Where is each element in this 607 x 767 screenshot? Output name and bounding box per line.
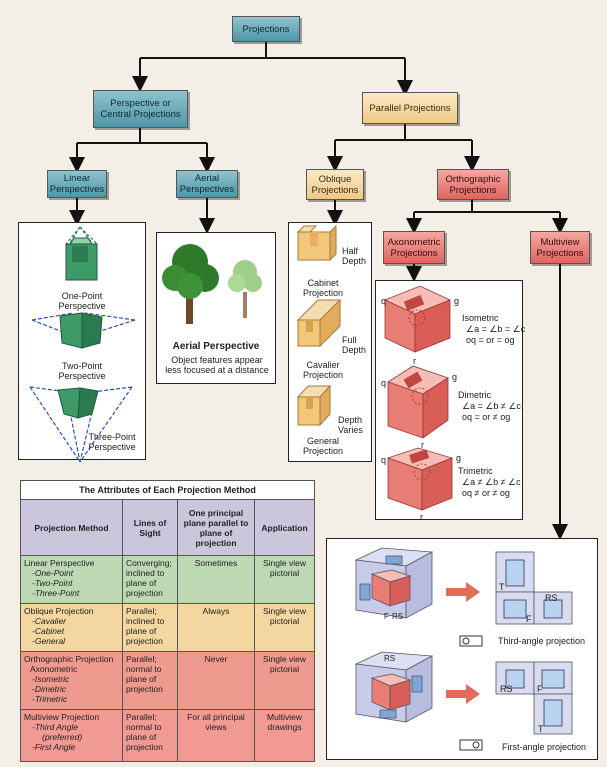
row-sight: Parallel; normal to plane of projection — [122, 651, 178, 710]
dimetric-r: r — [421, 440, 424, 450]
third-angle-caption: Third-angle projection — [498, 636, 586, 646]
first-rs-label: RS — [500, 684, 513, 694]
row-sight: Parallel; normal to plane of projection — [122, 709, 178, 762]
row-method-sub: Axonometric — [30, 664, 78, 674]
dimetric-q: q — [381, 378, 387, 388]
node-linear: Linear Perspectives — [47, 170, 107, 198]
row-sub: -Two-Point — [32, 578, 73, 588]
row-sub: -Dimetric — [32, 684, 66, 694]
node-multiview: Multiview Projections — [530, 231, 590, 264]
row-method: Orthographic Projection — [24, 654, 114, 664]
third-box-rs-label: RS — [392, 612, 404, 621]
first-f-label: F — [537, 684, 543, 694]
trimetric-eq1: ∠a ≠ ∠b ≠ ∠c — [462, 477, 521, 487]
node-aerial: Aerial Perspectives — [176, 170, 238, 198]
trimetric-q: q — [381, 455, 387, 465]
row-method: Multiview Projection — [24, 712, 100, 722]
row-application: Single view pictorial — [254, 555, 315, 604]
isometric-g: g — [454, 296, 460, 306]
dimetric-eq2: oq = or ≠ og — [462, 412, 511, 422]
table-title: The Attributes of Each Projection Method — [20, 480, 315, 500]
row-sub: -Cabinet — [32, 626, 65, 636]
header-plane: One principal plane parallel to plane of… — [177, 499, 255, 556]
row-plane: For all principal views — [177, 709, 255, 762]
dimetric-label: Dimetric — [458, 390, 491, 400]
row-application: Multiview drawings — [254, 709, 315, 762]
row-sub: -One-Point — [32, 568, 74, 578]
trimetric-label: Trimetric — [458, 466, 493, 476]
row-sight: Parallel; inclined to plane of projectio… — [122, 603, 178, 652]
dimetric-g: g — [452, 372, 458, 382]
table-row: Oblique Projection-Cavalier-Cabinet-Gene… — [20, 603, 315, 652]
isometric-eq2: oq = or = og — [466, 335, 515, 345]
row-sub: -Trimetric — [32, 694, 68, 704]
trimetric-g: g — [456, 453, 462, 463]
row-method: Oblique Projection — [24, 606, 94, 616]
third-t-label: T — [499, 582, 505, 592]
first-box-rs-label: RS — [384, 654, 396, 663]
node-projections: Projections — [232, 16, 300, 42]
isometric-r: r — [413, 356, 416, 366]
trimetric-eq2: oq ≠ or ≠ og — [462, 488, 510, 498]
row-application: Single view pictorial — [254, 651, 315, 710]
row-application: Single view pictorial — [254, 603, 315, 652]
attributes-table: The Attributes of Each Projection Method… — [20, 480, 315, 762]
header-method: Projection Method — [20, 499, 123, 556]
full-depth-label: Full Depth — [342, 335, 367, 355]
node-axonometric: Axonometric Projections — [383, 231, 445, 264]
three-point-label: Three-Point Perspective — [88, 432, 136, 452]
row-sub: -Third Angle — [32, 722, 78, 732]
one-point-label: One-Point Perspective — [58, 291, 106, 311]
aerial-perspective-desc: Object features appear less focused at a… — [165, 355, 269, 375]
table-row: Linear Perspective-One-Point-Two-Point-T… — [20, 555, 315, 604]
row-sub: -Three-Point — [32, 588, 80, 598]
first-angle-caption: First-angle projection — [502, 742, 587, 752]
isometric-label: Isometric — [462, 313, 499, 323]
cabinet-projection-label: Cabinet Projection — [302, 278, 344, 298]
row-sight: Converging; inclined to plane of project… — [122, 555, 178, 604]
row-sub: -Cavalier — [32, 616, 67, 626]
row-sub: -General — [32, 636, 66, 646]
row-sub: (preferred) — [42, 732, 83, 742]
row-sub: -Isometric — [32, 674, 70, 684]
row-sub: -First Angle — [32, 742, 76, 752]
third-f-label: F — [526, 614, 532, 624]
header-application: Application — [254, 499, 315, 556]
node-parallel: Parallel Projections — [362, 92, 458, 124]
half-depth-label: Half Depth — [342, 246, 367, 266]
first-t-label: T — [538, 724, 544, 734]
node-perspective: Perspective or Central Projections — [93, 90, 188, 128]
node-oblique: Oblique Projections — [306, 169, 364, 200]
row-method: Linear Perspective — [24, 558, 95, 568]
trimetric-r: r — [420, 512, 423, 522]
two-point-label: Two-Point Perspective — [58, 361, 106, 381]
dimetric-eq1: ∠a = ∠b ≠ ∠c — [462, 401, 521, 411]
table-row: Multiview Projection-Third Angle(preferr… — [20, 709, 315, 762]
node-orthographic: Orthographic Projections — [437, 169, 509, 200]
third-box-f-label: F — [384, 612, 389, 621]
aerial-perspective-title: Aerial Perspective — [172, 341, 260, 352]
header-sight: Lines of Sight — [122, 499, 178, 556]
cavalier-projection-label: Cavalier Projection — [302, 360, 344, 380]
row-plane: Always — [177, 603, 255, 652]
third-rs-label: RS — [545, 593, 558, 603]
depth-varies-label: Depth Varies — [338, 415, 363, 435]
row-plane: Sometimes — [177, 555, 255, 604]
isometric-q: q — [381, 296, 387, 306]
isometric-eq1: ∠a = ∠b = ∠c — [466, 324, 526, 334]
general-projection-label: General Projection — [302, 436, 344, 456]
row-plane: Never — [177, 651, 255, 710]
